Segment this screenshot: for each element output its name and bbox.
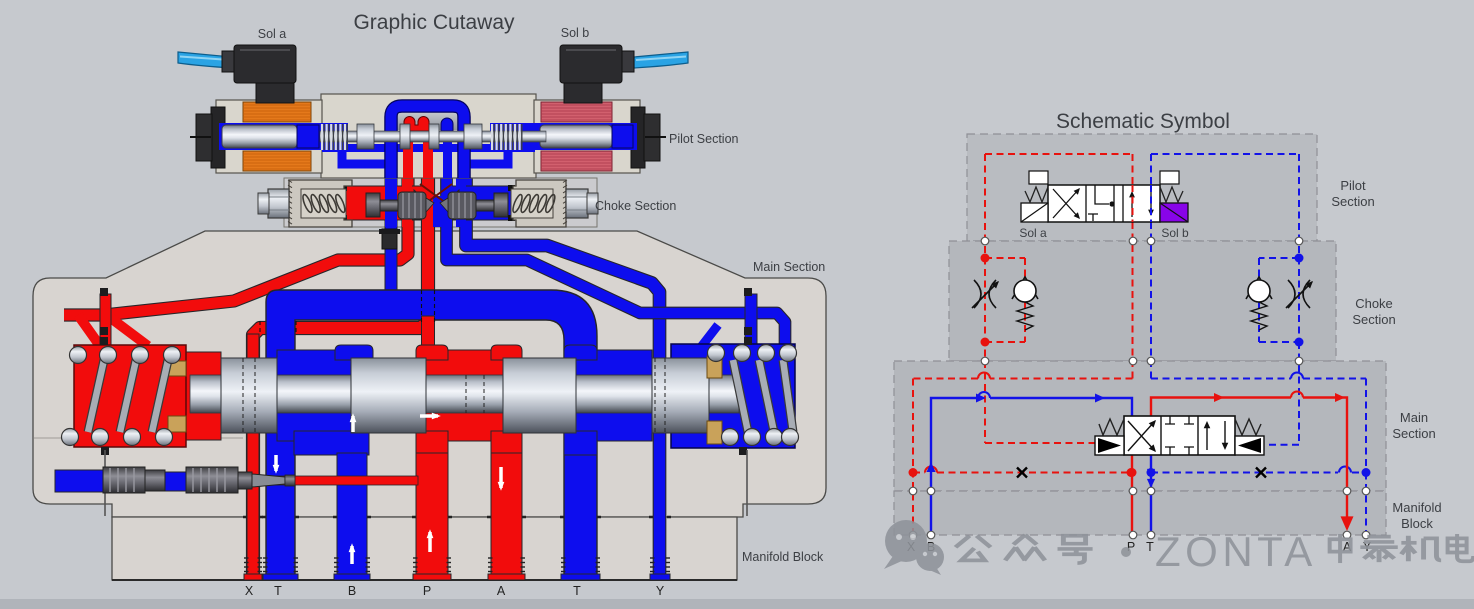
- svg-text:Sol b: Sol b: [1161, 226, 1189, 240]
- svg-text:A: A: [497, 584, 506, 598]
- svg-text:Section: Section: [1331, 194, 1374, 209]
- svg-text:Sol a: Sol a: [258, 27, 287, 41]
- svg-text:Main: Main: [1400, 410, 1428, 425]
- svg-text:A: A: [1343, 540, 1352, 554]
- svg-text:Schematic Symbol: Schematic Symbol: [1056, 110, 1230, 133]
- svg-text:Y: Y: [656, 584, 665, 598]
- svg-text:X: X: [245, 584, 254, 598]
- svg-text:T: T: [1146, 540, 1154, 554]
- svg-text:Sol a: Sol a: [1019, 226, 1047, 240]
- svg-text:Choke: Choke: [1355, 296, 1393, 311]
- svg-text:Pilot Section: Pilot Section: [669, 132, 739, 146]
- svg-text:Graphic Cutaway: Graphic Cutaway: [353, 11, 515, 34]
- svg-text:Choke Section: Choke Section: [595, 199, 676, 213]
- svg-text:Main Section: Main Section: [753, 260, 825, 274]
- svg-text:Manifold: Manifold: [1392, 500, 1441, 515]
- svg-text:Manifold Block: Manifold Block: [742, 550, 824, 564]
- svg-text:T: T: [573, 584, 581, 598]
- svg-text:P: P: [423, 584, 431, 598]
- svg-text:Pilot: Pilot: [1340, 178, 1366, 193]
- svg-text:T: T: [274, 584, 282, 598]
- svg-text:B: B: [348, 584, 356, 598]
- svg-text:Section: Section: [1392, 426, 1435, 441]
- svg-text:ZONTA: ZONTA: [1155, 528, 1317, 575]
- svg-text:P: P: [1127, 540, 1135, 554]
- svg-text:Sol b: Sol b: [561, 26, 590, 40]
- svg-text:Section: Section: [1352, 312, 1395, 327]
- svg-text:Block: Block: [1401, 516, 1433, 531]
